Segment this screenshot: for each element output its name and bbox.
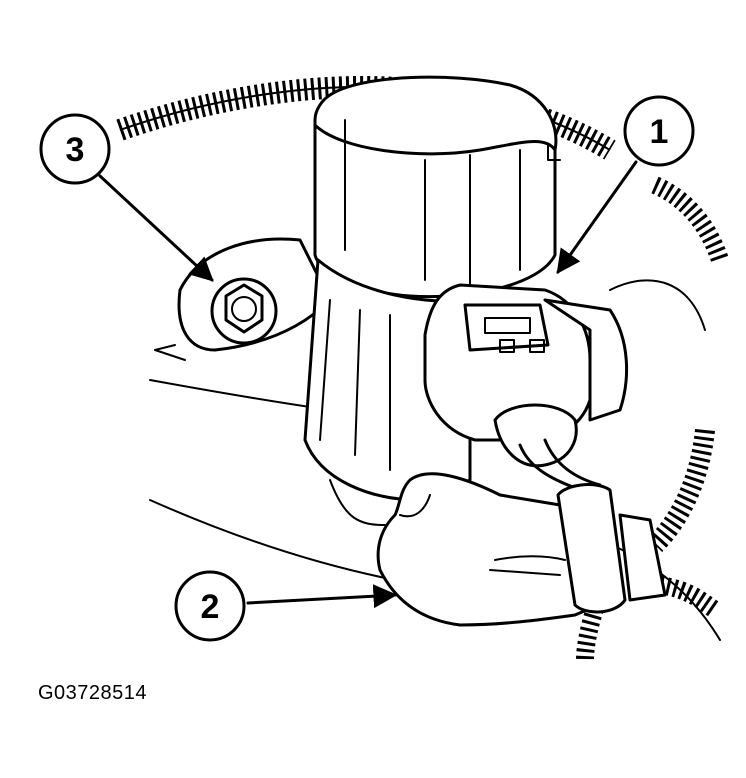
callout-1: 1 [623,95,695,167]
electrical-connector [423,283,628,492]
callout-2: 2 [174,570,246,642]
callout-3: 3 [39,113,111,185]
leader-arrow-2 [246,584,398,609]
leader-arrow-3 [98,174,214,282]
figure-code: G03728514 [38,682,148,704]
leader-lines [98,160,638,609]
callout-2-label: 2 [201,588,220,626]
callout-3-label: 3 [66,131,85,169]
rubber-boot [376,472,667,627]
leader-arrow-1 [556,160,638,274]
callout-1-label: 1 [650,113,669,151]
mounting-bolt [210,277,278,345]
